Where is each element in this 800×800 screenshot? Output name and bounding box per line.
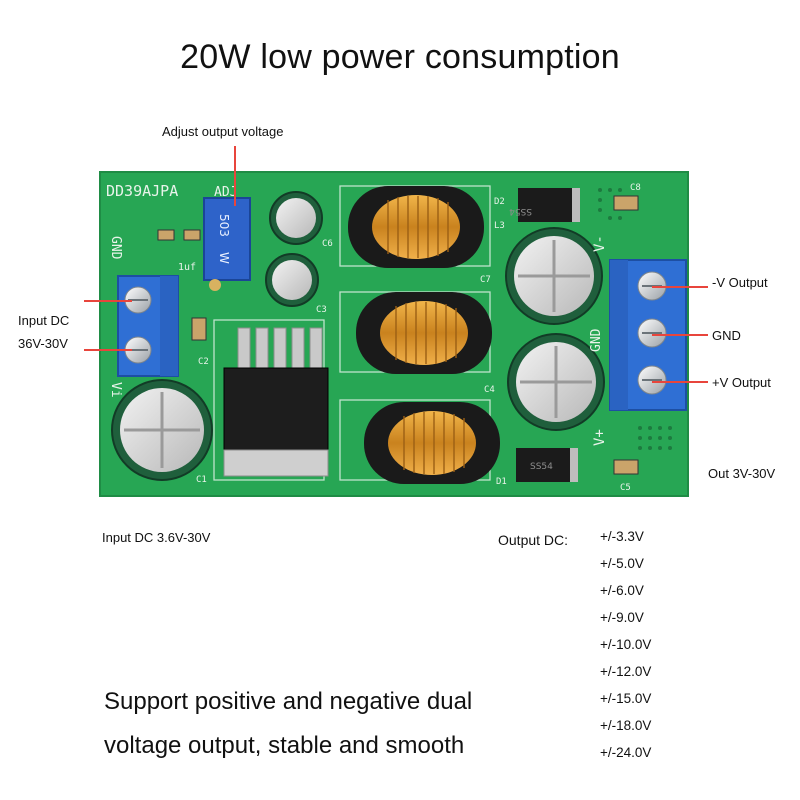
inductor-top [348, 186, 484, 268]
diode-d2 [518, 188, 580, 222]
silk-vplus: V+ [592, 429, 608, 446]
capacitor-c4 [507, 333, 605, 431]
tagline-line-1: Support positive and negative dual [104, 688, 473, 715]
output-voltage-item: +/-12.0V [600, 664, 652, 679]
tagline-line-2: voltage output, stable and smooth [104, 732, 465, 759]
silk-adj: ADJ [214, 185, 237, 200]
silk-1uf: 1uf [178, 262, 196, 273]
silk-model: DD39AJPA [106, 182, 178, 200]
adjust-leader-line [234, 146, 236, 206]
silk-c2: C2 [198, 357, 209, 367]
capacitor-c3 [265, 253, 319, 307]
silk-d1: D1 [496, 477, 507, 487]
smd-capacitors [157, 195, 639, 475]
output-dc-label: Output DC: [498, 532, 569, 548]
pot-code: 503 [217, 214, 231, 237]
silk-c1: C1 [196, 475, 207, 485]
inductor-middle [356, 292, 492, 374]
input-range-label: Input DC 3.6V-30V [102, 530, 211, 545]
output-voltage-item: +/-24.0V [600, 745, 652, 760]
output-range-label: Out 3V-30V [708, 466, 776, 481]
minus-v-leader [652, 286, 708, 288]
silk-vminus: V- [592, 235, 608, 252]
input-dc-range-label: 36V-30V [18, 336, 68, 351]
input-leader-bottom [84, 349, 132, 351]
silk-gnd-right: GND [589, 328, 604, 352]
silk-gnd-left: GND [108, 236, 123, 260]
minus-v-output-label: -V Output [712, 275, 768, 290]
capacitor-c1 [111, 379, 213, 481]
capacitor-c6 [269, 191, 323, 245]
diode-d2-code: SS54 [509, 206, 532, 216]
silk-l3: L3 [494, 221, 505, 231]
gnd-leader [652, 334, 708, 336]
input-dc-label: Input DC [18, 313, 70, 328]
silk-c3: C3 [316, 305, 327, 315]
output-voltage-item: +/-9.0V [600, 610, 644, 625]
pot-w: W [217, 252, 231, 264]
gnd-label: GND [712, 328, 741, 343]
output-voltage-item: +/-18.0V [600, 718, 652, 733]
plus-v-leader [652, 381, 708, 383]
silk-d2: D2 [494, 197, 505, 207]
output-voltage-item: +/-15.0V [600, 691, 652, 706]
silk-c4: C4 [484, 385, 495, 395]
silk-c7: C7 [480, 275, 491, 285]
silk-c8: C8 [630, 183, 641, 193]
input-terminal-block [117, 275, 179, 377]
output-voltage-item: +/-3.3V [600, 529, 644, 544]
output-voltage-list: +/-3.3V +/-5.0V +/-6.0V +/-9.0V +/-10.0V… [600, 528, 651, 771]
output-voltage-item: +/-5.0V [600, 556, 644, 571]
inductor-bottom [364, 402, 500, 484]
silk-vin: Vi [108, 382, 123, 398]
diode-d1 [516, 448, 578, 482]
potentiometer [203, 197, 251, 291]
output-voltage-item: +/-6.0V [600, 583, 644, 598]
output-voltage-item: +/-10.0V [600, 637, 652, 652]
adjust-output-voltage-label: Adjust output voltage [162, 124, 284, 139]
diode-d1-code: SS54 [530, 462, 553, 472]
capacitor-c7 [505, 227, 603, 325]
input-leader-top [84, 300, 132, 302]
silk-c5: C5 [620, 483, 631, 493]
plus-v-output-label: +V Output [712, 375, 771, 390]
silk-c6: C6 [322, 239, 333, 249]
page-title: 20W low power consumption [180, 38, 620, 76]
regulator-ic [223, 327, 329, 477]
